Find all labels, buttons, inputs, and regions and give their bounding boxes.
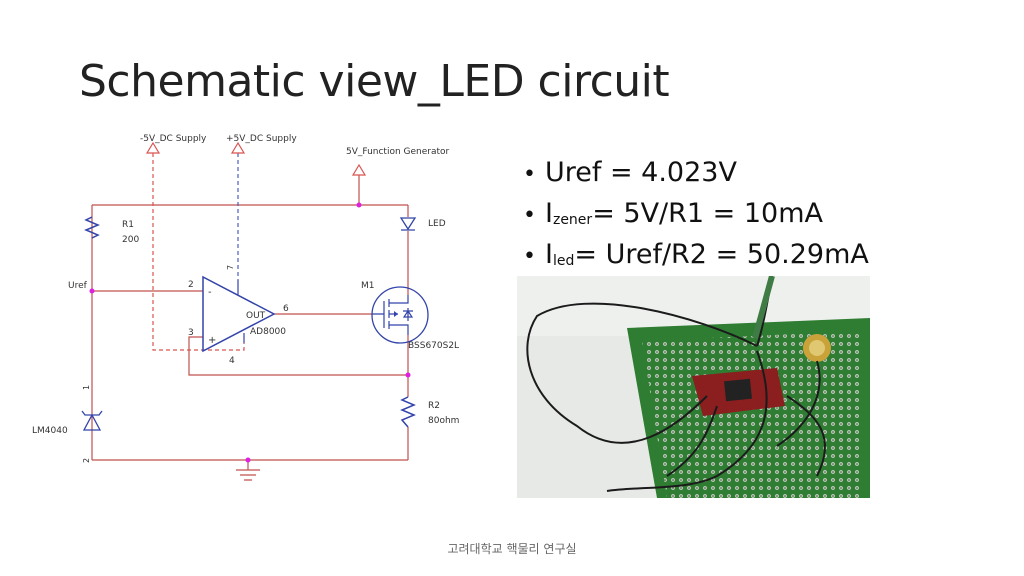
coax-cable xyxy=(752,276,775,339)
label-plus: + xyxy=(208,335,216,346)
label-pin4: 4 xyxy=(229,356,235,366)
opamp-symbol xyxy=(202,275,276,353)
label-r2-value: 80ohm xyxy=(428,416,459,426)
label-pin2: 2 xyxy=(188,280,194,290)
label-m1: M1 xyxy=(361,281,375,291)
label-opamp-out: OUT xyxy=(246,311,266,321)
ground-symbol xyxy=(236,460,260,481)
bullet-iled: •Iled= Uref/R2 = 50.29mA xyxy=(523,239,869,270)
bullet-izener: •Izener= 5V/R1 = 10mA xyxy=(523,198,823,229)
wires xyxy=(526,276,827,492)
slide-title: Schematic view_LED circuit xyxy=(79,56,670,107)
label-mosfet: BSS670S2L xyxy=(408,341,459,351)
label-pos-supply: +5V_DC Supply xyxy=(226,134,297,144)
fg-arrow xyxy=(351,163,367,176)
wire-neg-supply xyxy=(152,153,245,351)
label-pin3: 3 xyxy=(188,328,194,338)
wire-feedback xyxy=(188,336,408,376)
label-zener: LM4040 xyxy=(32,426,68,436)
label-opamp-name: AD8000 xyxy=(250,327,286,337)
bullet-uref: •Uref = 4.023V xyxy=(523,157,737,188)
circuit-photo xyxy=(517,276,870,498)
label-r1: R1 xyxy=(122,220,134,230)
label-zener-pin2: 2 xyxy=(82,458,91,463)
label-pin6: 6 xyxy=(283,304,289,314)
label-uref: Uref xyxy=(68,281,88,291)
label-zener-pin1: 1 xyxy=(82,385,91,390)
zener-symbol xyxy=(81,410,103,431)
resistor-r1 xyxy=(84,216,100,239)
mosfet-arrow xyxy=(394,311,398,317)
footer-lab-name: 고려대학교 핵물리 연구실 xyxy=(447,542,577,556)
bullet-list: •Uref = 4.023V •Izener= 5V/R1 = 10mA •Il… xyxy=(523,152,869,275)
pos-supply-arrow xyxy=(230,141,246,154)
label-r1-value: 200 xyxy=(122,235,139,245)
neg-supply-arrow xyxy=(145,141,161,154)
circuit-schematic: -5V_DC Supply +5V_DC Supply 5V_Function … xyxy=(32,134,459,481)
mosfet-internals xyxy=(372,295,414,335)
resistor-r2 xyxy=(400,396,416,428)
label-minus: - xyxy=(208,287,212,298)
junctions xyxy=(89,202,411,463)
label-r2: R2 xyxy=(428,401,440,411)
label-pin7: 7 xyxy=(226,265,235,270)
label-neg-supply: -5V_DC Supply xyxy=(140,134,207,144)
label-function-generator: 5V_Function Generator xyxy=(346,147,450,157)
label-led: LED xyxy=(428,219,446,229)
led-symbol xyxy=(399,217,417,231)
mosfet-symbol xyxy=(371,286,429,344)
